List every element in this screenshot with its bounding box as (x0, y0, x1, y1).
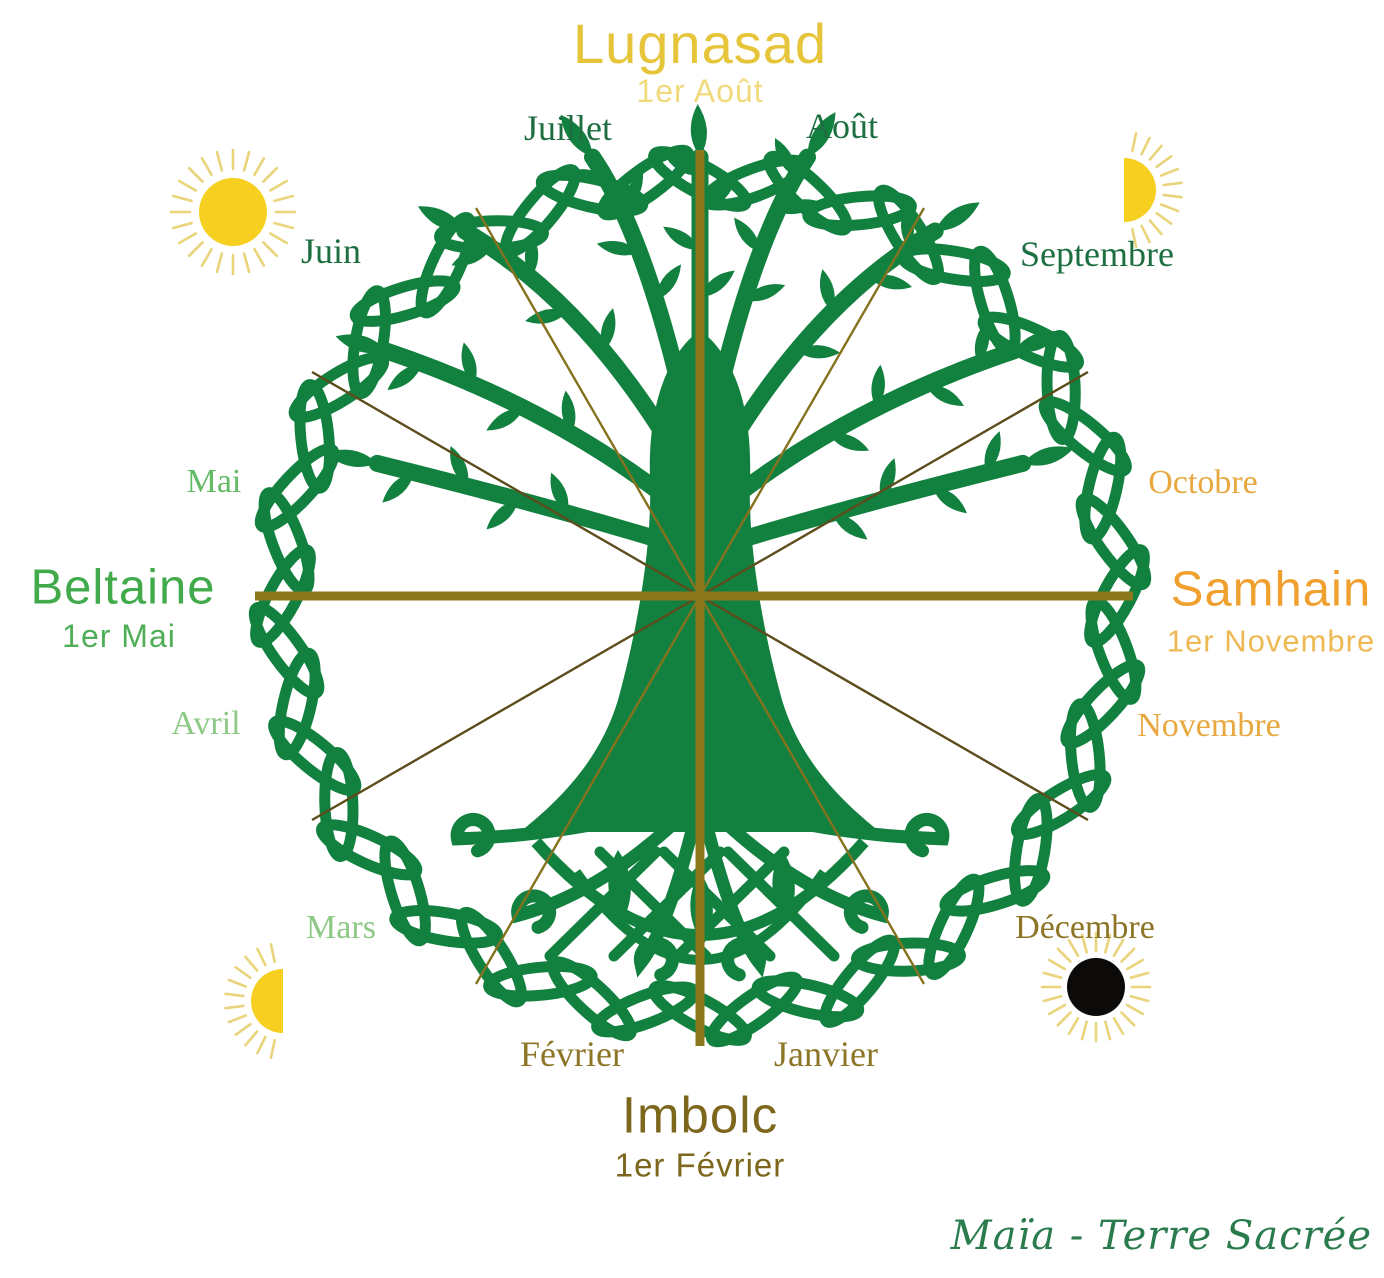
month-decembre-label: Décembre (1015, 909, 1155, 946)
half-sun-right-icon (1124, 131, 1183, 249)
month-fevrier-label: Février (520, 1034, 624, 1074)
half-sun-left-icon (224, 942, 283, 1060)
festival-samhain-name: Samhain (1170, 562, 1372, 617)
month-avril-label: Avril (171, 705, 241, 742)
festival-beltaine-date: 1er Mai (62, 618, 176, 654)
month-juin-label: Juin (300, 231, 362, 271)
month-septembre-label: Septembre (1020, 234, 1174, 274)
month-mars-label: Mars (306, 909, 376, 946)
festival-lugnasad-date: 1er Août (636, 73, 764, 109)
month-novembre-label: Novembre (1137, 707, 1281, 744)
festival-beltaine-name: Beltaine (30, 560, 216, 615)
festival-imbolc-date: 1er Février (614, 1146, 786, 1184)
month-octobre-label: Octobre (1148, 464, 1258, 501)
wheel-spokes (255, 150, 1133, 1046)
full-sun-icon (169, 148, 297, 276)
month-mai-label: Mai (186, 463, 242, 500)
dark-sun-icon (1040, 931, 1152, 1043)
celtic-knot-ring (248, 144, 1152, 1048)
signature-text: Maïa - Terre Sacrée (950, 1213, 1372, 1259)
month-janvier-label: Janvier (774, 1034, 878, 1074)
festival-imbolc-name: Imbolc (621, 1086, 779, 1144)
month-juillet-label: Juillet (524, 108, 612, 148)
festival-samhain-date: 1er Novembre (1166, 623, 1376, 659)
month-aout-label: Août (806, 106, 878, 146)
festival-lugnasad-name: Lugnasad (572, 12, 828, 75)
